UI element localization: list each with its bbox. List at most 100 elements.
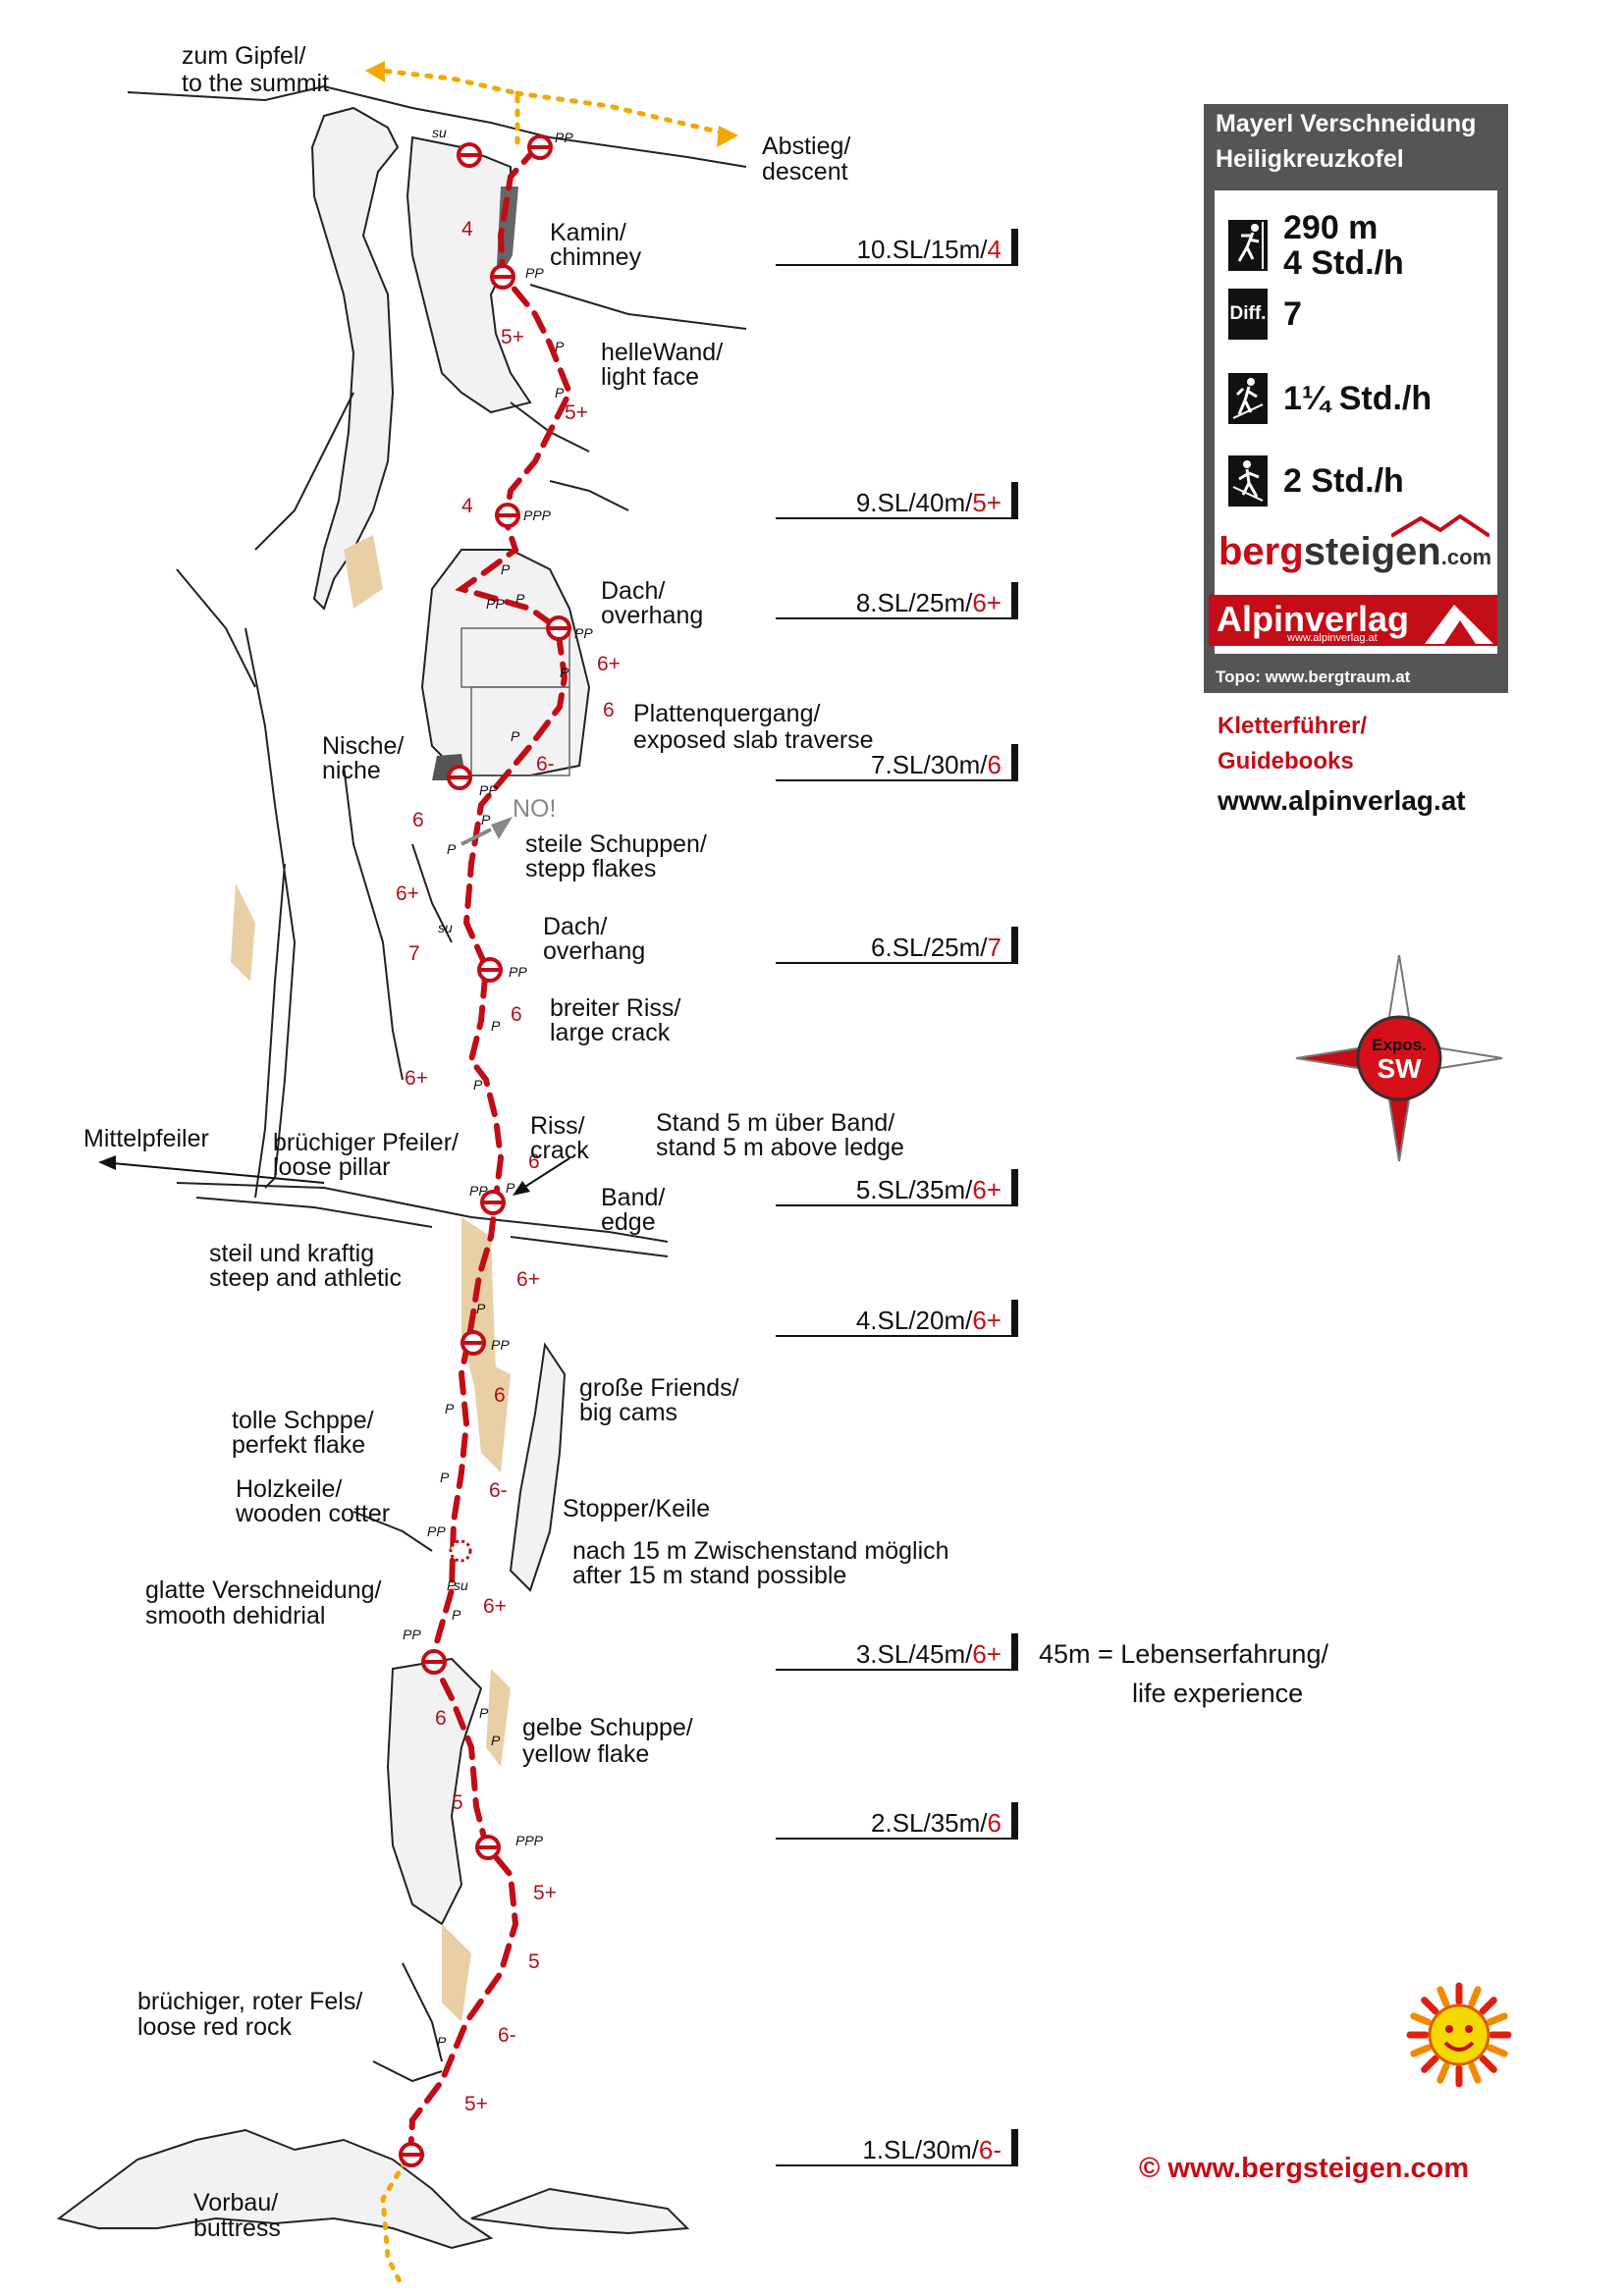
exposure-disc: [1356, 1015, 1442, 1101]
label-life-experience: life experience: [1132, 1679, 1303, 1708]
sun-ray: [1436, 2061, 1450, 2084]
belay-station: [477, 957, 503, 983]
bolt-p: P: [476, 1301, 486, 1316]
route-grade: 4: [461, 495, 473, 517]
route-grade: 6-: [489, 1479, 508, 1502]
label-stand-above-ledge: Stand 5 m über Band/: [656, 1109, 894, 1137]
label-overhang: Dach/: [601, 577, 665, 605]
label-wooden-cotter: wooden cotter: [235, 1500, 390, 1527]
belay-station: [527, 134, 553, 160]
label-big-cams: big cams: [579, 1399, 677, 1426]
label-smooth-dihedral: glatte Verschneidung/: [145, 1576, 382, 1604]
info-panel: 290 m 4 Std./h Diff. 7 1¼ Std./h 2 Std./…: [1215, 190, 1497, 654]
route-grade: 5: [452, 1791, 463, 1814]
route-grade: 5+: [565, 401, 588, 424]
route-grade: 6+: [396, 882, 419, 905]
belay-station: [480, 1190, 506, 1215]
pitch-label: 2.SL/35m/6: [871, 1808, 1001, 1838]
pitch-label: 9.SL/40m/5+: [856, 488, 1001, 517]
guidebook-url[interactable]: www.alpinverlag.at: [1218, 785, 1466, 816]
label-large-crack: large crack: [550, 1019, 671, 1046]
route-grade: 6+: [516, 1268, 540, 1291]
route-grade: 4: [461, 218, 473, 240]
climb-time: 4 Std./h: [1283, 244, 1404, 282]
belay-station: [495, 503, 520, 528]
descent-hiker-icon: [1228, 455, 1268, 507]
pitch-label: 7.SL/30m/6: [871, 750, 1001, 779]
label-summit: to the summit: [182, 70, 329, 97]
stand-arrow: [513, 1157, 570, 1196]
route-grade: 6: [412, 809, 424, 831]
label-red-rock: brüchiger, roter Fels/: [137, 1988, 362, 2015]
route-grade: 6+: [597, 653, 621, 675]
compass-direction: SW: [1377, 1053, 1422, 1084]
label-slab-traverse: Plattenquergang/: [633, 700, 820, 727]
label-steep-athletic: steep and athletic: [209, 1264, 402, 1292]
route-grade: 6: [603, 699, 615, 721]
route-grade: 6-: [498, 2024, 516, 2047]
route-grade: 6: [528, 1150, 540, 1173]
bolt-p: P: [506, 1180, 515, 1196]
route-grade: 6-: [536, 753, 555, 775]
label-large-crack: breiter Riss/: [550, 994, 680, 1022]
bolt-pp: PP: [509, 964, 527, 980]
bolt-p: P: [501, 561, 511, 577]
mountain-logo-mark: [1391, 514, 1489, 538]
label-perfect-flake: perfekt flake: [232, 1431, 365, 1459]
label-steep-flakes: steile Schuppen/: [525, 830, 707, 858]
route-grade: 5+: [464, 2093, 488, 2115]
label-loose-pillar: loose pillar: [273, 1153, 391, 1181]
pitch-marker: [1011, 1802, 1018, 1840]
bolt-pp: PP: [427, 1523, 446, 1539]
descent-time: 2 Std./h: [1283, 462, 1404, 500]
bolt-pp: PP: [486, 596, 505, 612]
difficulty: 7: [1283, 295, 1302, 333]
belay-station: [399, 2142, 424, 2167]
mountain-name: Heiligkreuzkofel: [1216, 145, 1404, 173]
belay-station: [421, 1649, 447, 1675]
label-niche: Nische/: [322, 732, 404, 760]
label-steep-athletic: steil und kraftig: [209, 1240, 374, 1267]
guidebook-label: Guidebooks: [1218, 748, 1354, 774]
belay-station: [447, 765, 472, 790]
pitch-list: 10.SL/15m/49.SL/40m/5+8.SL/25m/6+7.SL/30…: [776, 229, 1018, 2166]
rock-face: [56, 84, 747, 2250]
topo-labels: zum Gipfel/ to the summit Abstieg/ desce…: [83, 42, 1328, 2242]
bolt-p: P: [491, 1018, 501, 1034]
label-yellow-flake: yellow flake: [522, 1740, 649, 1768]
bolt-pp: PP: [574, 625, 593, 641]
label-descent: descent: [762, 158, 848, 186]
label-mittelpfeiler: Mittelpfeiler: [83, 1125, 209, 1152]
pitch-marker: [1011, 927, 1018, 964]
pitch-label: 6.SL/25m/7: [871, 933, 1001, 962]
label-light-face: helleWand/: [601, 339, 723, 366]
route-grade: 6: [494, 1384, 506, 1407]
belay-station: [457, 142, 482, 168]
copyright: © www.bergsteigen.com: [1139, 2153, 1469, 2184]
climber-icon: [1228, 220, 1268, 271]
pitch-label: 4.SL/20m/6+: [856, 1306, 1001, 1335]
bolt-su: su: [438, 920, 453, 935]
bolt-pp: PP: [403, 1627, 421, 1642]
label-stopper: Stopper/Keile: [563, 1495, 710, 1522]
bolt-pp: PP: [525, 265, 544, 281]
label-light-face: light face: [601, 363, 699, 391]
route-grade: 7: [408, 942, 420, 965]
pitch-marker: [1011, 1300, 1018, 1337]
route-info-box: Mayerl Verschneidung Heiligkreuzkofel 29…: [1204, 104, 1508, 693]
label-overhang: overhang: [601, 602, 703, 629]
bolt-p: P: [479, 1705, 489, 1721]
approach-hiker-icon: [1228, 373, 1268, 424]
route-line: [407, 144, 573, 2158]
sun-ray: [1486, 2012, 1508, 2026]
no-arrow: [460, 817, 513, 846]
pitch-label: 5.SL/35m/6+: [856, 1175, 1001, 1204]
pitch-marker: [1011, 2129, 1018, 2166]
approach-time: 1¼ Std./h: [1283, 380, 1433, 417]
bolt-p: P: [560, 665, 569, 680]
bolt-p: P: [447, 1577, 457, 1593]
route-grades: 45+5+46+66-66+766+66+66-6+655+56-5+: [396, 218, 621, 2115]
alpinverlag-logo: Alpinverlag www.alpinverlag.at: [1209, 595, 1497, 646]
sun-ray: [1486, 2044, 1508, 2057]
label-smooth-dihedral: smooth dehidrial: [145, 1602, 325, 1629]
